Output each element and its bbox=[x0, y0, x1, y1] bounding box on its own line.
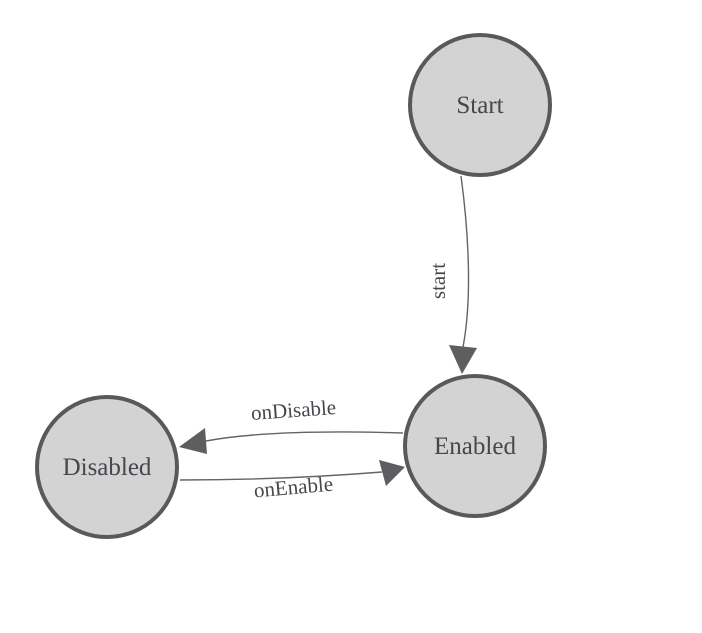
arrowhead bbox=[179, 428, 207, 454]
edge-path bbox=[179, 471, 383, 481]
node-circle bbox=[35, 395, 179, 539]
state-node-disabled: Disabled bbox=[35, 395, 179, 539]
edge-label-start: start bbox=[426, 263, 450, 299]
arrowhead bbox=[449, 345, 477, 374]
state-node-start: Start bbox=[408, 33, 552, 177]
node-label: Disabled bbox=[63, 454, 152, 481]
state-node-enabled: Enabled bbox=[403, 374, 547, 518]
edge-on-disable: onDisable bbox=[179, 395, 404, 454]
edge-on-enable: onEnable bbox=[179, 460, 405, 503]
edge-start: start bbox=[426, 175, 477, 374]
edge-path bbox=[460, 175, 470, 348]
node-circle bbox=[408, 33, 552, 177]
node-circle bbox=[403, 374, 547, 518]
node-label: Start bbox=[456, 92, 503, 119]
edge-label-on-enable: onEnable bbox=[253, 472, 334, 503]
arrowhead bbox=[379, 460, 405, 486]
edge-label-on-disable: onDisable bbox=[250, 395, 337, 425]
node-label: Enabled bbox=[434, 433, 516, 460]
edge-path bbox=[205, 431, 404, 442]
